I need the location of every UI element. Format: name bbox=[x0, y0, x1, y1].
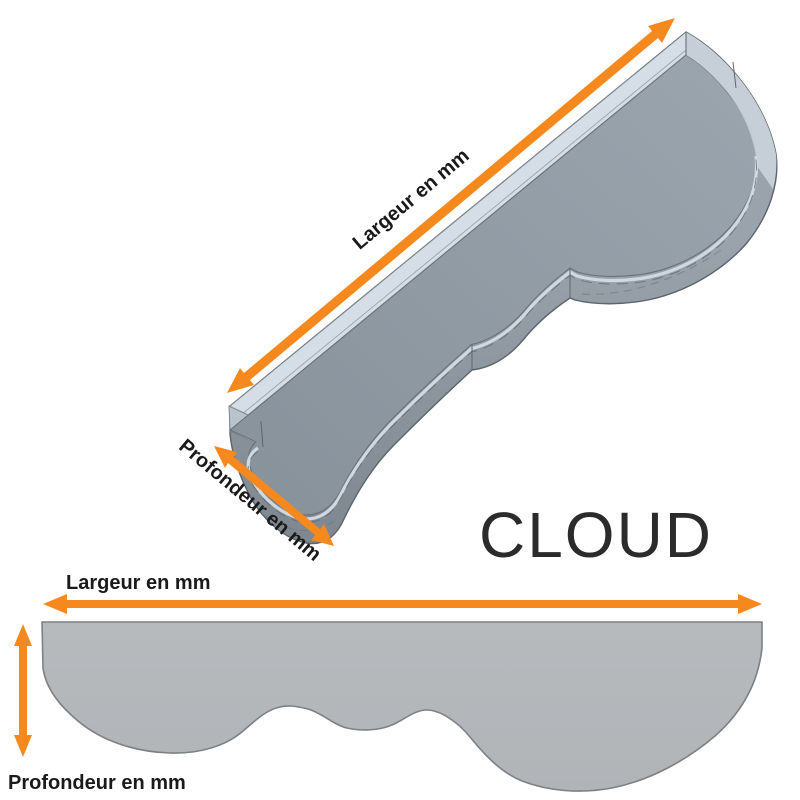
width-dimension-arrow-3d bbox=[227, 18, 675, 393]
width-label-2d: Largeur en mm bbox=[66, 572, 210, 594]
iso-view: Largeur en mm Profondeur en mm bbox=[175, 18, 778, 566]
shelf-3d-right-edge-band bbox=[686, 32, 777, 189]
bottom-rim-contours bbox=[261, 247, 725, 532]
product-title: CLOUD bbox=[479, 499, 713, 571]
depth-dimension-arrow-2d bbox=[14, 624, 32, 757]
plan-view: Largeur en mm Profondeur en mm bbox=[8, 572, 763, 794]
depth-label-2d: Profondeur en mm bbox=[8, 772, 186, 794]
back-strip-inner-line bbox=[229, 49, 687, 425]
extrusion-corner-lines bbox=[260, 32, 737, 448]
width-dimension-arrow-2d bbox=[43, 594, 762, 614]
shelf-2d-outline bbox=[41, 621, 763, 792]
depth-dimension-arrow-3d bbox=[214, 446, 334, 546]
